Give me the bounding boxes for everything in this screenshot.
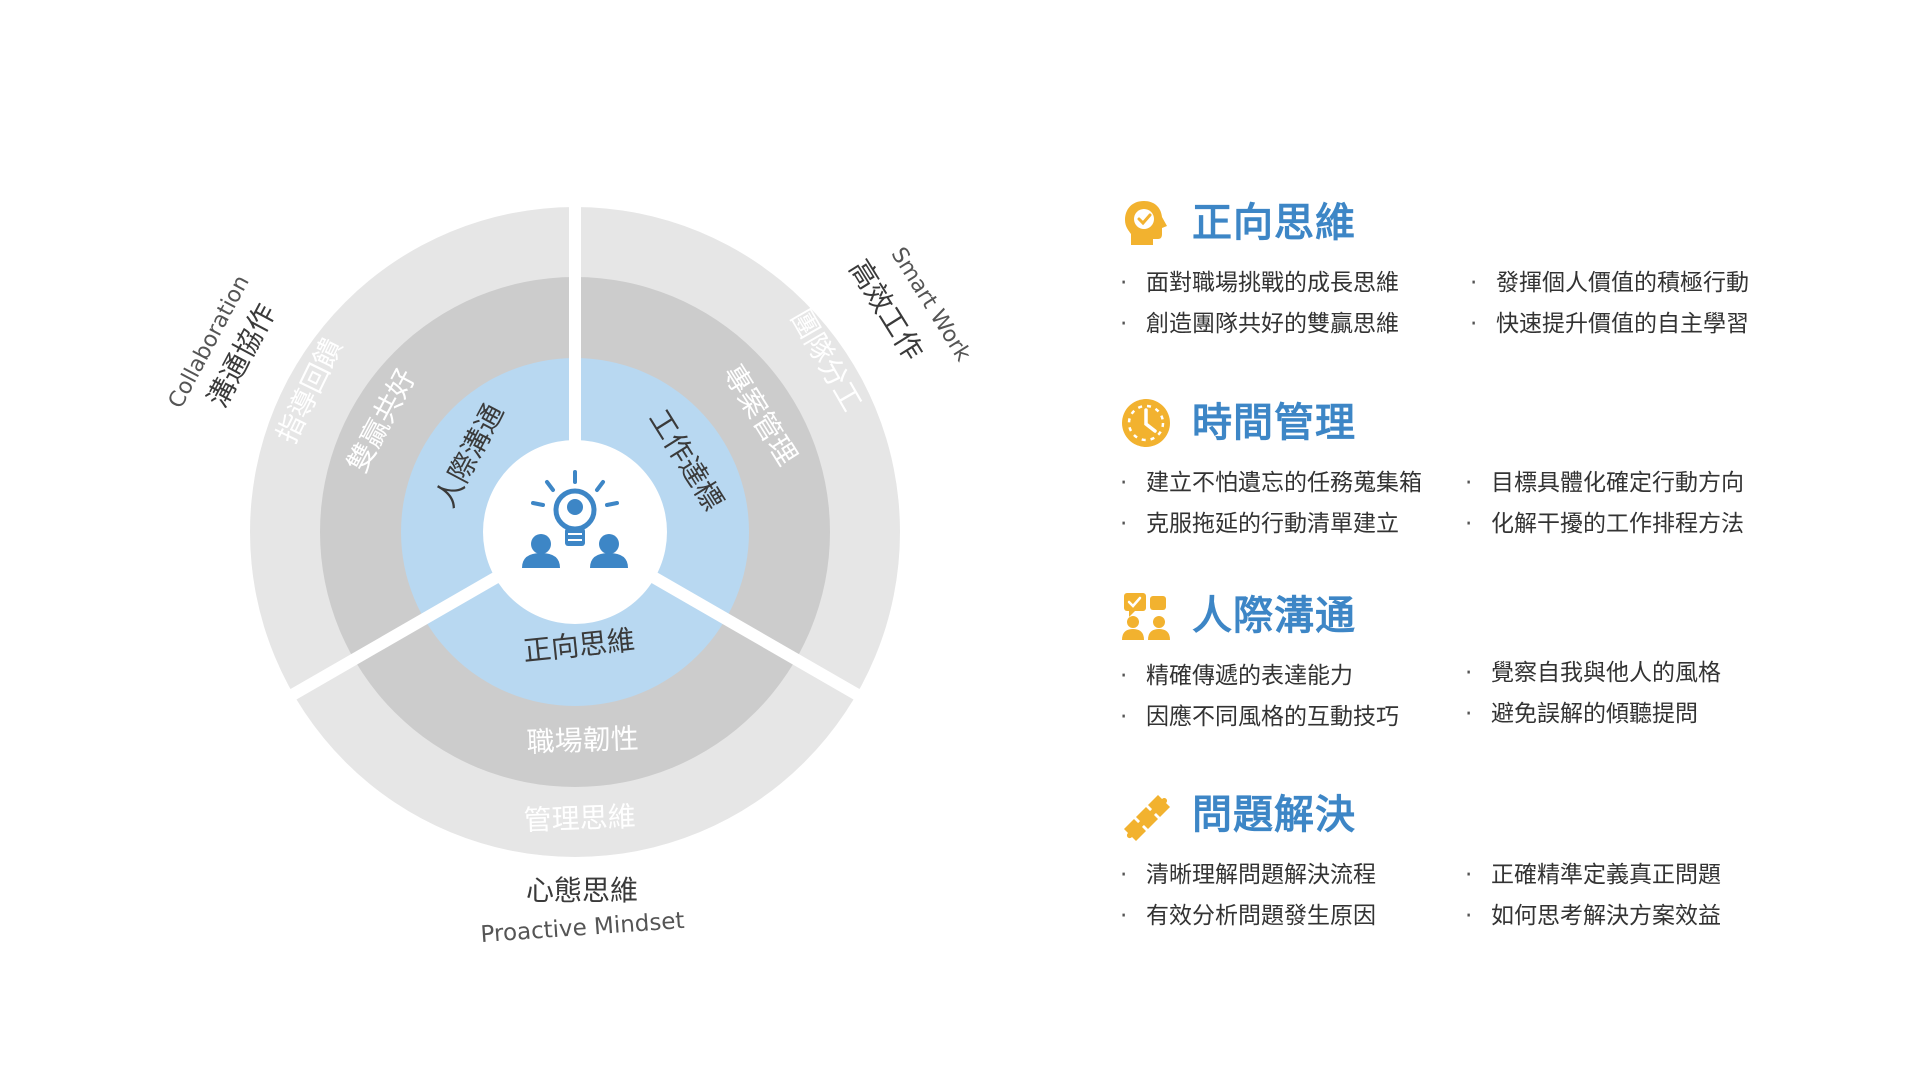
section-title: 時間管理	[1192, 400, 1356, 446]
section-title: 問題解決	[1192, 792, 1356, 838]
bullet-item: 面對職場挑戰的成長思維	[1120, 267, 1399, 299]
competency-wheel: 人際溝通 工作達標 正向思維 雙贏共好 專案管理 職場韌性 指導回饋 團隊分工 …	[163, 207, 976, 949]
section-header: 正向思維	[1120, 195, 1520, 251]
bullet-item: 如何思考解決方案效益	[1465, 900, 1721, 932]
bullet-item: 創造團隊共好的雙贏思維	[1120, 308, 1399, 340]
puzzle-icon	[1124, 795, 1170, 841]
bullet-item: 克服拖延的行動清單建立	[1120, 508, 1399, 540]
bullet-item: 避免誤解的傾聽提問	[1465, 698, 1698, 730]
idea-team-icon	[522, 470, 628, 568]
bullet-item: 因應不同風格的互動技巧	[1120, 701, 1399, 733]
section-title: 人際溝通	[1192, 593, 1356, 639]
section-header: 時間管理	[1120, 395, 1520, 451]
bullet-item: 目標具體化確定行動方向	[1465, 467, 1744, 499]
outside-bottom-zh: 心態思維	[526, 874, 638, 907]
bullet-item: 覺察自我與他人的風格	[1465, 657, 1721, 689]
middle-label-bottom: 職場韌性	[526, 722, 639, 759]
bullet-item: 清晰理解問題解決流程	[1120, 859, 1376, 891]
section-title: 正向思維	[1192, 200, 1356, 246]
bullet-item: 快速提升價值的自主學習	[1470, 308, 1749, 340]
bullet-item: 正確精準定義真正問題	[1465, 859, 1721, 891]
outside-bottom-en: Proactive Mindset	[480, 908, 686, 948]
outer-label-bottom: 管理思維	[523, 800, 636, 837]
section-header: 問題解決	[1120, 787, 1520, 843]
section-header: 人際溝通	[1120, 588, 1520, 644]
bullet-item: 化解干擾的工作排程方法	[1465, 508, 1744, 540]
clock-icon	[1122, 399, 1170, 447]
bullet-item: 精確傳遞的表達能力	[1120, 660, 1353, 692]
bullet-item: 建立不怕遺忘的任務蒐集箱	[1120, 467, 1422, 499]
head-check-icon	[1125, 201, 1167, 245]
bullet-item: 有效分析問題發生原因	[1120, 900, 1376, 932]
bullet-item: 發揮個人價值的積極行動	[1470, 267, 1749, 299]
people-chat-icon	[1122, 593, 1170, 640]
